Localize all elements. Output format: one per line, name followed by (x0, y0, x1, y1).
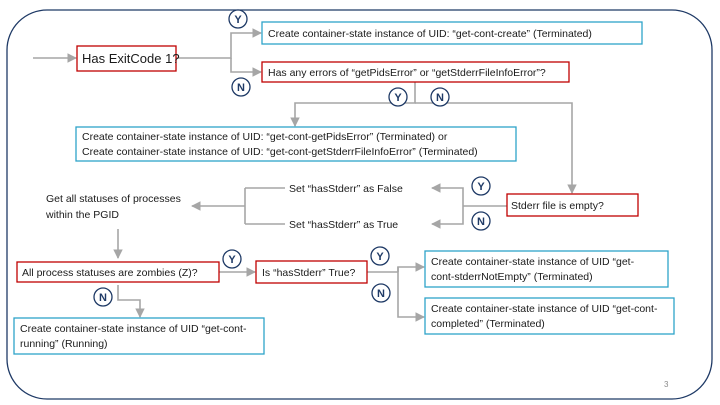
has-exitcode-node: Has ExitCode 1? (76, 45, 180, 72)
create-running-node: Create container-state instance of UID “… (13, 317, 265, 355)
hasstderr-y-arrow (397, 262, 425, 272)
exit-y-arrow (176, 28, 262, 59)
hasstderr-y-label: Y (376, 251, 384, 263)
errors-n-marker: N (430, 87, 450, 107)
zombie-y-marker: Y (222, 249, 242, 269)
zombie-n-marker: N (93, 287, 113, 307)
get-statuses-text-1: Get all statuses of processes (46, 193, 181, 205)
stderr-y-label: Y (477, 181, 485, 193)
stderr-n-arrow (431, 206, 464, 229)
create-completed-text-2: completed” (Terminated) (431, 318, 545, 330)
has-errors-node: Has any errors of “getPidsError” or “get… (261, 61, 570, 83)
connectors (33, 28, 577, 322)
hasstderr-n-marker: N (371, 283, 391, 303)
page-number: 3 (664, 380, 669, 389)
exit-n-marker: N (231, 77, 251, 97)
exit-n-label: N (237, 82, 245, 94)
all-zombies-node: All process statuses are zombies (Z)? (16, 261, 220, 283)
all-zombies-text: All process statuses are zombies (Z)? (22, 267, 198, 279)
create-running-text-2: running” (Running) (20, 338, 108, 350)
set-true-text: Set “hasStderr” as True (289, 219, 398, 231)
errors-n-arrow (415, 102, 577, 194)
hasstderr-n-label: N (377, 288, 385, 300)
errors-n-label: N (436, 92, 444, 104)
exit-n-arrow (230, 58, 262, 77)
exit-y-marker: Y (228, 9, 248, 29)
has-exitcode-text: Has ExitCode 1? (82, 51, 180, 66)
exit-y-label: Y (234, 14, 242, 26)
errors-y-marker: Y (388, 87, 408, 107)
yn-markers: Y N Y N Y N Y N (93, 9, 491, 307)
stderr-n-marker: N (471, 211, 491, 231)
create-pids-error-text-1: Create container-state instance of UID: … (82, 131, 448, 143)
get-statuses-text-2: within the PGID (45, 209, 119, 221)
sets-merge-arrow (191, 188, 246, 224)
errors-y-arrow (290, 82, 416, 127)
create-pids-error-node: Create container-state instance of UID: … (75, 126, 517, 162)
stderr-y-arrow (431, 183, 464, 206)
create-cont-create-text: Create container-state instance of UID: … (268, 28, 592, 40)
is-hasstderr-node: Is “hasStderr” True? (255, 260, 368, 284)
zombie-n-label: N (99, 292, 107, 304)
stderr-empty-text: Stderr file is empty? (511, 200, 604, 212)
create-not-empty-text-1: Create container-state instance of UID “… (431, 256, 635, 268)
create-running-text-1: Create container-state instance of UID “… (20, 323, 247, 335)
hasstderr-n-arrow (397, 267, 425, 322)
stderr-n-label: N (477, 216, 485, 228)
create-completed-node: Create container-state instance of UID “… (424, 297, 675, 335)
is-hasstderr-text: Is “hasStderr” True? (262, 267, 356, 279)
zombie-n-arrow (117, 285, 145, 318)
create-completed-text-1: Create container-state instance of UID “… (431, 303, 658, 315)
create-pids-error-text-2: Create container-state instance of UID: … (82, 146, 478, 158)
hasstderr-y-marker: Y (370, 246, 390, 266)
create-not-empty-text-2: cont-stderrNotEmpty” (Terminated) (431, 271, 593, 283)
create-cont-create-node: Create container-state instance of UID: … (261, 21, 643, 45)
slide-frame (6, 9, 713, 400)
zombie-y-label: Y (228, 254, 236, 266)
errors-y-label: Y (394, 92, 402, 104)
stderr-y-marker: Y (471, 176, 491, 196)
set-false-text: Set “hasStderr” as False (289, 183, 403, 195)
has-errors-text: Has any errors of “getPidsError” or “get… (268, 67, 546, 79)
create-not-empty-node: Create container-state instance of UID “… (424, 250, 669, 288)
stderr-empty-node: Stderr file is empty? (506, 193, 639, 217)
